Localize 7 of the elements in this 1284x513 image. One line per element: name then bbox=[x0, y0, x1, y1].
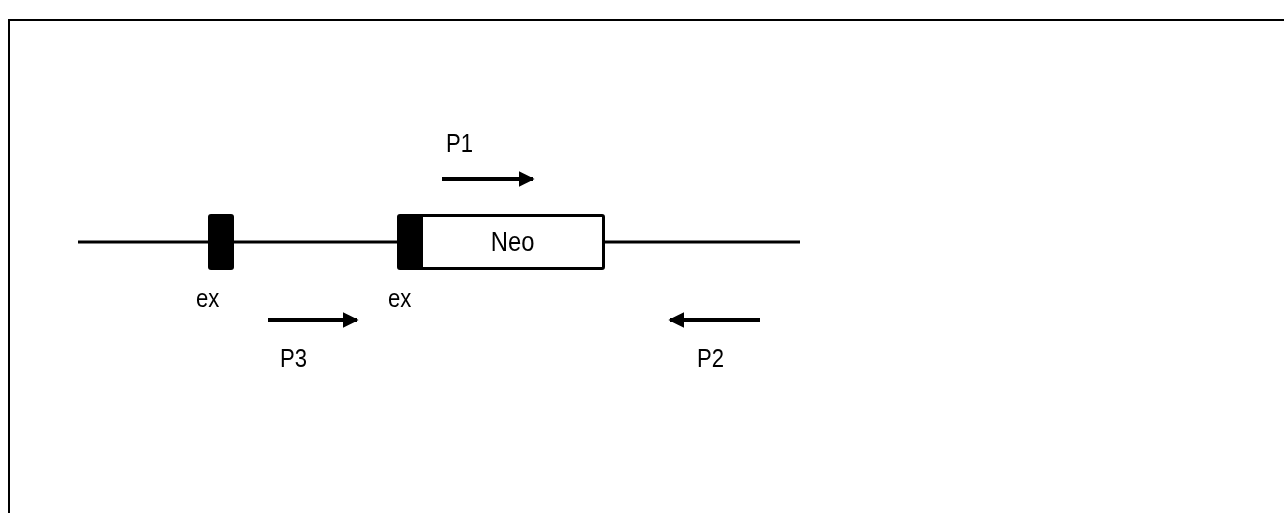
primer-label: P2 bbox=[697, 343, 725, 373]
primer-label: P3 bbox=[280, 343, 308, 373]
exon-label: ex bbox=[196, 283, 220, 313]
primer-label: P1 bbox=[446, 128, 474, 158]
gene-label: Neo bbox=[490, 226, 535, 258]
exon-label: ex bbox=[388, 283, 412, 313]
neo-cassette-box bbox=[397, 214, 605, 270]
